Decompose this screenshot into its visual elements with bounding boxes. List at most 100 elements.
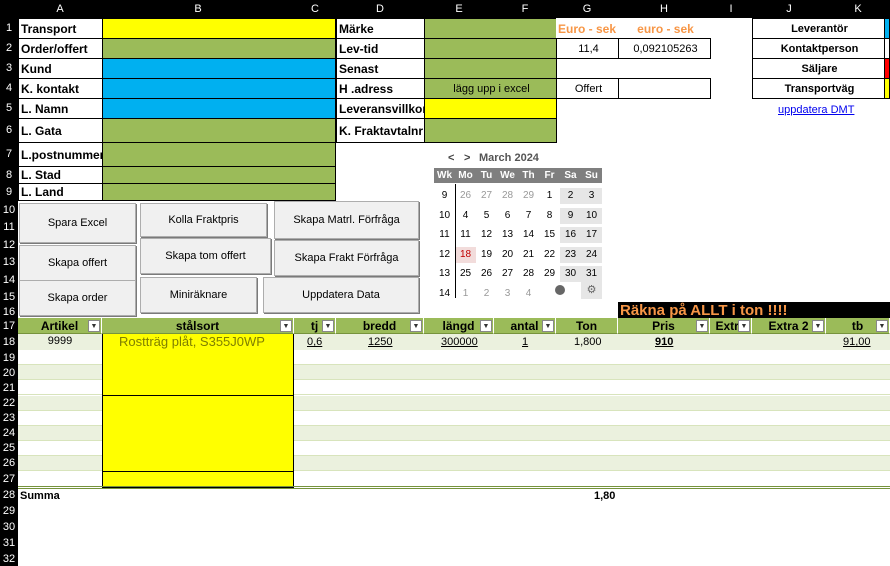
- stalsort-input-cell[interactable]: [102, 410, 294, 427]
- calendar-day[interactable]: 12: [480, 229, 493, 240]
- calendar-day[interactable]: 25: [459, 268, 472, 279]
- calendar-day[interactable]: 26: [459, 190, 472, 201]
- calendar-day[interactable]: 18: [455, 246, 476, 263]
- stalsort-input-cell[interactable]: [102, 350, 294, 366]
- row-header-22[interactable]: 22: [0, 395, 18, 410]
- stalsort-input-cell[interactable]: [102, 426, 294, 442]
- row-header-11[interactable]: 11: [0, 218, 18, 236]
- column-header-a[interactable]: A: [18, 0, 102, 18]
- calendar-day[interactable]: 13: [501, 229, 514, 240]
- cell-ton[interactable]: 1,800: [574, 336, 602, 348]
- calendar-next-button[interactable]: >: [464, 152, 471, 164]
- filter-dropdown-extra-2[interactable]: ▼: [812, 320, 824, 332]
- row-header-15[interactable]: 15: [0, 288, 18, 306]
- calendar-day[interactable]: 7: [525, 209, 532, 221]
- calendar-day[interactable]: 28: [522, 268, 535, 279]
- row-header-13[interactable]: 13: [0, 253, 18, 271]
- column-header-j[interactable]: J: [752, 0, 826, 18]
- cell-pris[interactable]: 910: [655, 336, 674, 348]
- calendar-day[interactable]: 20: [501, 248, 514, 260]
- row-header-8[interactable]: 8: [0, 166, 18, 183]
- row-header-9[interactable]: 9: [0, 183, 18, 201]
- row-header-19[interactable]: 19: [0, 350, 18, 365]
- calendar-day[interactable]: 28: [501, 190, 514, 201]
- input-l-land[interactable]: [102, 183, 336, 201]
- column-header-f[interactable]: F: [494, 0, 556, 18]
- skapa-frakt-forfraga-button[interactable]: Skapa Frakt Förfråga: [274, 240, 419, 276]
- filter-dropdown-extra[interactable]: ▼: [738, 320, 750, 332]
- skapa-offert-button[interactable]: Skapa offert: [19, 245, 136, 281]
- calendar-day[interactable]: 16: [560, 227, 581, 243]
- filter-dropdown-tj[interactable]: ▼: [322, 320, 334, 332]
- calendar-day[interactable]: 31: [581, 266, 602, 282]
- row-header-20[interactable]: 20: [0, 365, 18, 380]
- leverantor-color[interactable]: [884, 18, 890, 39]
- row-header-6[interactable]: 6: [0, 118, 18, 142]
- h4-cell[interactable]: [618, 78, 711, 99]
- row-header-10[interactable]: 10: [0, 201, 18, 218]
- row-header-7[interactable]: 7: [0, 142, 18, 166]
- calendar-day[interactable]: 21: [522, 248, 535, 260]
- column-header-i[interactable]: I: [710, 0, 752, 18]
- row-header-32[interactable]: 32: [0, 551, 18, 566]
- calendar-prev-button[interactable]: <: [448, 152, 455, 164]
- kolla-fraktpris-button[interactable]: Kolla Fraktpris: [140, 203, 267, 237]
- calendar-day[interactable]: 19: [480, 248, 493, 260]
- row-header-4[interactable]: 4: [0, 78, 18, 98]
- column-header-g[interactable]: G: [556, 0, 618, 18]
- row-header-3[interactable]: 3: [0, 58, 18, 78]
- row-header-23[interactable]: 23: [0, 410, 18, 425]
- input-transport[interactable]: [102, 18, 336, 39]
- skapa-order-button[interactable]: Skapa order: [19, 280, 136, 316]
- input-h-adress[interactable]: lägg upp i excel: [424, 78, 557, 99]
- cell-bredd[interactable]: 1250: [368, 336, 393, 348]
- input-l-stad[interactable]: [102, 166, 336, 184]
- row-header-29[interactable]: 29: [0, 503, 18, 519]
- calendar-day[interactable]: 4: [462, 209, 469, 221]
- column-header-c[interactable]: C: [294, 0, 336, 18]
- input-l-namn[interactable]: [102, 98, 336, 119]
- row-header-5[interactable]: 5: [0, 98, 18, 118]
- row-header-14[interactable]: 14: [0, 271, 18, 288]
- column-header-h[interactable]: H: [618, 0, 710, 18]
- cell-stalsort[interactable]: Rostträg plåt, S355J0WP: [102, 334, 294, 350]
- row-header-12[interactable]: 12: [0, 236, 18, 253]
- calendar-info-icon[interactable]: [555, 285, 565, 295]
- calendar-day[interactable]: 3: [581, 188, 602, 204]
- input-marke[interactable]: [424, 18, 557, 39]
- input-leveransvillkor[interactable]: [424, 98, 557, 119]
- stalsort-input-cell[interactable]: [102, 365, 294, 382]
- calendar-day[interactable]: 10: [581, 207, 602, 224]
- input-lev-tid[interactable]: [424, 38, 557, 59]
- stalsort-input-cell[interactable]: [102, 441, 294, 458]
- skapa-matrl-forfraga-button[interactable]: Skapa Matrl. Förfråga: [274, 201, 419, 239]
- row-header-18[interactable]: 18: [0, 334, 18, 350]
- row-header-27[interactable]: 27: [0, 470, 18, 487]
- calendar-day[interactable]: 2: [560, 188, 581, 204]
- row-header-30[interactable]: 30: [0, 519, 18, 535]
- row-header-21[interactable]: 21: [0, 380, 18, 395]
- input-kund[interactable]: [102, 58, 336, 79]
- euro-sek-inverse[interactable]: 0,092105263: [618, 38, 711, 59]
- cell-artikel[interactable]: 9999: [47, 335, 73, 347]
- filter-dropdown-antal[interactable]: ▼: [542, 320, 554, 332]
- calendar-day[interactable]: 30: [560, 266, 581, 282]
- calendar-day[interactable]: 27: [501, 268, 514, 279]
- column-header-b[interactable]: B: [102, 0, 294, 18]
- select-all-corner[interactable]: [0, 0, 18, 18]
- calendar-day[interactable]: 29: [522, 190, 535, 201]
- calendar-day[interactable]: 11: [460, 229, 471, 240]
- calendar-day[interactable]: 17: [581, 227, 602, 243]
- calendar-day[interactable]: 4: [525, 287, 532, 299]
- stalsort-input-cell[interactable]: [102, 456, 294, 473]
- input-l-gata[interactable]: [102, 118, 336, 143]
- stalsort-input-cell[interactable]: [102, 395, 294, 412]
- row-header-25[interactable]: 25: [0, 440, 18, 455]
- uppdatera-dmt-link[interactable]: uppdatera DMT: [778, 104, 855, 116]
- spara-excel-button[interactable]: Spara Excel: [19, 203, 136, 243]
- input-l-postnummer[interactable]: [102, 142, 336, 167]
- filter-dropdown-tb[interactable]: ▼: [876, 320, 888, 332]
- stalsort-input-cell[interactable]: [102, 471, 294, 488]
- filter-dropdown-pris[interactable]: ▼: [696, 320, 708, 332]
- calendar-day[interactable]: 3: [504, 287, 511, 299]
